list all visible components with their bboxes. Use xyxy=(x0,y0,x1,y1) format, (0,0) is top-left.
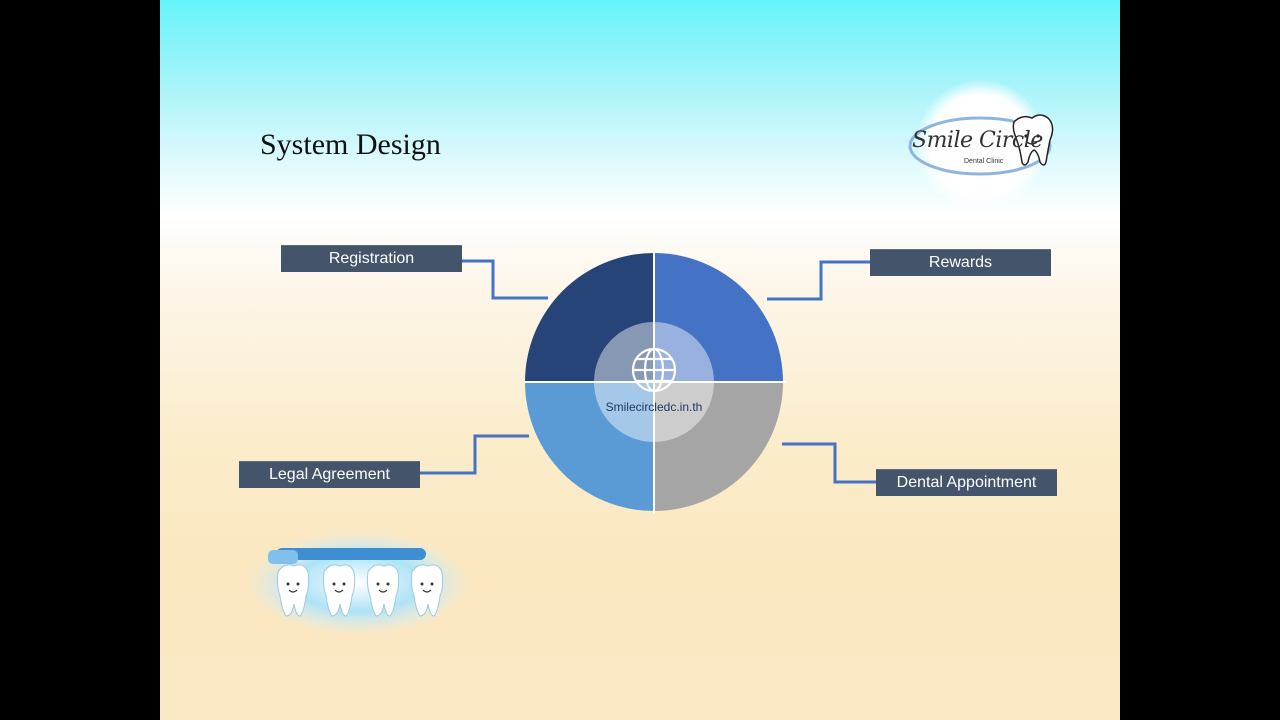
node-dental-appointment: Dental Appointment xyxy=(876,469,1057,496)
connector-lines xyxy=(420,259,876,484)
node-rewards: Rewards xyxy=(870,249,1051,276)
center-label: Smilecircledc.in.th xyxy=(605,400,703,414)
logo-graphic xyxy=(908,114,1054,176)
node-legal-agreement: Legal Agreement xyxy=(239,461,420,488)
logo-brand-text: Smile Circle xyxy=(912,128,1043,153)
node-label: Registration xyxy=(328,250,415,267)
connector-rewards xyxy=(767,260,870,301)
logo-sub-text: Dental Clinic xyxy=(964,158,1004,165)
quadrant-legal-agreement xyxy=(525,382,654,511)
tooth-icon xyxy=(1012,114,1054,166)
node-label: Rewards xyxy=(928,254,993,271)
smile-circle-logo: Smile Circle Dental Clinic xyxy=(902,78,1062,210)
quadrant-registration xyxy=(525,253,654,382)
quadrant-rewards xyxy=(654,253,783,382)
globe-icon xyxy=(631,347,677,393)
slide: System Design Smile Circle Dental Clinic… xyxy=(160,0,1120,720)
connector-registration xyxy=(462,259,548,300)
teeth-with-toothbrush-icon xyxy=(246,531,470,635)
node-label: Legal Agreement xyxy=(269,466,390,483)
slide-title: System Design xyxy=(260,128,441,161)
node-label: Dental Appointment xyxy=(896,474,1037,491)
quadrant-dental-appointment xyxy=(654,382,783,511)
quadrant-wheel xyxy=(524,252,786,514)
connector-legal-agreement xyxy=(420,434,529,475)
node-registration: Registration xyxy=(281,245,462,272)
connector-dental-appointment xyxy=(782,442,876,484)
